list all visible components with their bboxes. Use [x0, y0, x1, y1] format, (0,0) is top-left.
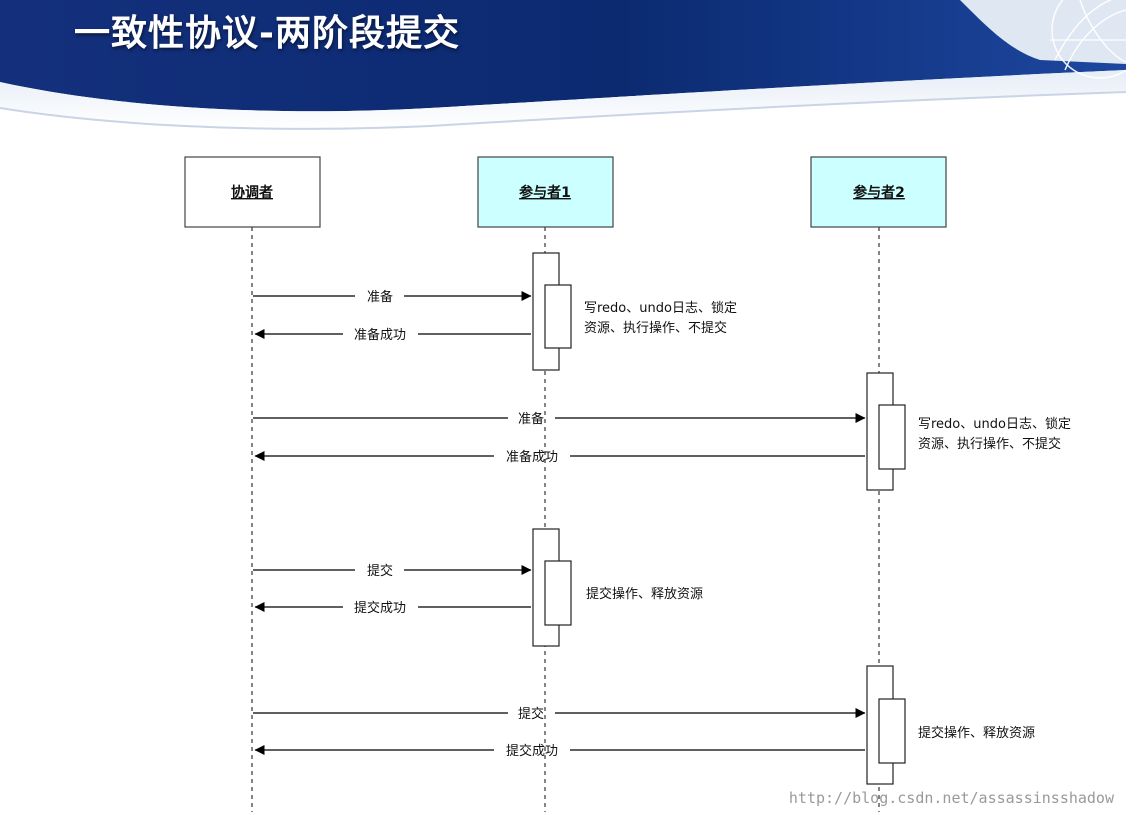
- message-arrow: 提交成功: [254, 600, 531, 616]
- message-arrow: 准备: [253, 411, 866, 427]
- svg-text:资源、执行操作、不提交: 资源、执行操作、不提交: [918, 436, 1061, 452]
- note-text: 提交操作、释放资源: [918, 725, 1035, 741]
- participant-label: 参与者2: [853, 184, 905, 201]
- note-text: 写redo、undo日志、锁定 资源、执行操作、不提交: [584, 300, 737, 336]
- svg-text:资源、执行操作、不提交: 资源、执行操作、不提交: [584, 320, 727, 336]
- participant-label: 参与者1: [519, 184, 571, 201]
- svg-text:提交操作、释放资源: 提交操作、释放资源: [918, 725, 1035, 741]
- activation-bar-nested: [878, 404, 906, 470]
- message-label: 准备成功: [354, 327, 406, 343]
- message-arrow: 提交: [253, 706, 866, 722]
- svg-text:写redo、undo日志、锁定: 写redo、undo日志、锁定: [584, 300, 737, 316]
- note-text: 提交操作、释放资源: [586, 586, 703, 602]
- globe-graphic: [960, 0, 1126, 79]
- message-label: 提交: [518, 706, 544, 722]
- message-arrow: 提交: [253, 563, 532, 579]
- participant-label: 协调者: [231, 184, 273, 201]
- message-label: 准备: [367, 289, 393, 305]
- participant-2: 参与者2: [810, 156, 947, 228]
- activation-bar-nested: [544, 560, 572, 626]
- message-arrow: 准备: [253, 289, 532, 305]
- slide-title: 一致性协议-两阶段提交: [74, 13, 460, 54]
- message-label: 准备: [518, 411, 544, 427]
- message-label: 准备成功: [506, 449, 558, 465]
- svg-text:写redo、undo日志、锁定: 写redo、undo日志、锁定: [918, 416, 1071, 432]
- participant-coordinator: 协调者: [184, 156, 321, 228]
- header-banner: [0, 0, 1126, 130]
- message-label: 提交成功: [354, 600, 406, 616]
- message-label: 提交成功: [506, 743, 558, 759]
- activation-bar-nested: [878, 698, 906, 764]
- slide-header: 一致性协议-两阶段提交: [0, 0, 1126, 140]
- message-arrow: 准备成功: [254, 327, 531, 343]
- note-text: 写redo、undo日志、锁定 资源、执行操作、不提交: [918, 416, 1071, 452]
- svg-text:提交操作、释放资源: 提交操作、释放资源: [586, 586, 703, 602]
- message-label: 提交: [367, 563, 393, 579]
- message-arrow: 提交成功: [254, 743, 865, 759]
- watermark-text: http://blog.csdn.net/assassinsshadow: [788, 789, 1114, 807]
- participant-1: 参与者1: [477, 156, 614, 228]
- message-arrow: 准备成功: [254, 449, 865, 465]
- activation-bar-nested: [544, 284, 572, 349]
